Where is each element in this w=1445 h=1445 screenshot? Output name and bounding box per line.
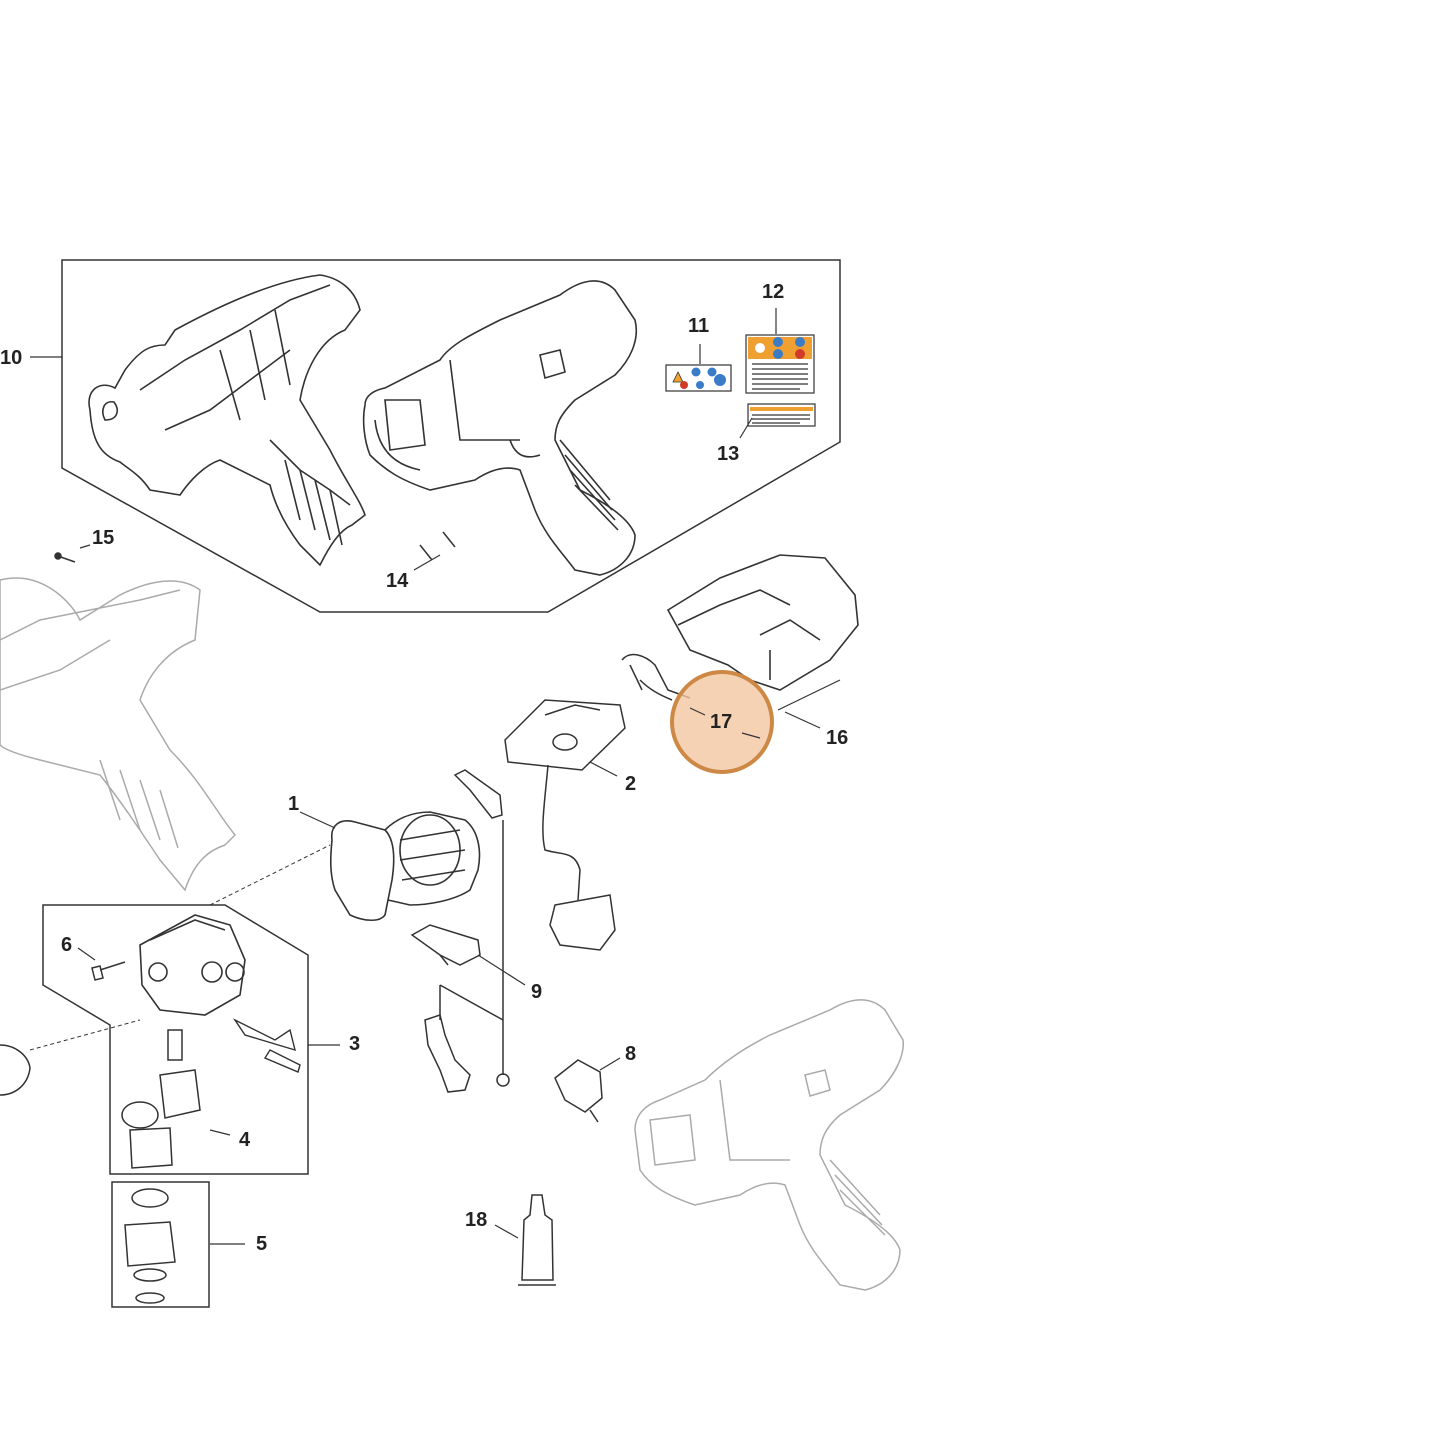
rear-cover-16 bbox=[666, 554, 859, 691]
nozzle-partial-left bbox=[0, 1044, 31, 1096]
bracket-3 bbox=[232, 1018, 301, 1073]
leader-lines-top bbox=[30, 308, 777, 571]
warning-label-12 bbox=[745, 334, 815, 394]
pump-head-3 bbox=[139, 914, 246, 1016]
motor-1 bbox=[329, 811, 481, 922]
callout-2[interactable]: 2 bbox=[625, 773, 637, 795]
housing-half-left bbox=[88, 274, 366, 567]
cable-17 bbox=[621, 653, 691, 701]
callout-9[interactable]: 9 bbox=[531, 981, 543, 1003]
callout-17[interactable]: 17 bbox=[710, 711, 733, 733]
housing-set-frame bbox=[61, 259, 841, 613]
pump-assembly-frame bbox=[42, 904, 309, 1175]
callout-12[interactable]: 12 bbox=[762, 281, 785, 303]
housing-faded-left bbox=[0, 552, 237, 892]
warning-label-11 bbox=[665, 364, 732, 392]
trigger-9 bbox=[410, 924, 481, 966]
housing-faded-right bbox=[634, 999, 904, 1291]
housing-half-right bbox=[362, 280, 638, 576]
grease-tube-18 bbox=[518, 1194, 556, 1286]
callout-18[interactable]: 18 bbox=[465, 1209, 488, 1231]
callout-4[interactable]: 4 bbox=[239, 1129, 251, 1151]
highlight-circle-17 bbox=[670, 670, 774, 774]
callout-5[interactable]: 5 bbox=[256, 1233, 268, 1255]
callout-11[interactable]: 11 bbox=[688, 315, 710, 337]
screws-14 bbox=[419, 531, 456, 561]
switch-lever bbox=[453, 769, 510, 1087]
callout-14[interactable]: 14 bbox=[386, 570, 409, 592]
nozzle-assembly-frame bbox=[111, 1181, 210, 1308]
callout-16[interactable]: 16 bbox=[826, 727, 849, 749]
callout-1[interactable]: 1 bbox=[288, 793, 300, 815]
callout-6[interactable]: 6 bbox=[61, 934, 73, 956]
control-box-2 bbox=[504, 699, 626, 951]
valve-4 bbox=[121, 1029, 201, 1169]
leader-lines bbox=[77, 544, 841, 1245]
callout-3[interactable]: 3 bbox=[349, 1033, 361, 1055]
trigger-handle-parts bbox=[424, 984, 504, 1093]
callout-10[interactable]: 10 bbox=[0, 347, 23, 369]
callout-13[interactable]: 13 bbox=[717, 443, 740, 465]
switch-8 bbox=[554, 1059, 603, 1123]
callout-15[interactable]: 15 bbox=[92, 527, 115, 549]
screw-6 bbox=[91, 961, 126, 981]
dashed-axis-lines bbox=[29, 844, 331, 1051]
nozzle-5 bbox=[124, 1188, 176, 1304]
callout-8[interactable]: 8 bbox=[625, 1043, 637, 1065]
label-13 bbox=[747, 403, 816, 427]
